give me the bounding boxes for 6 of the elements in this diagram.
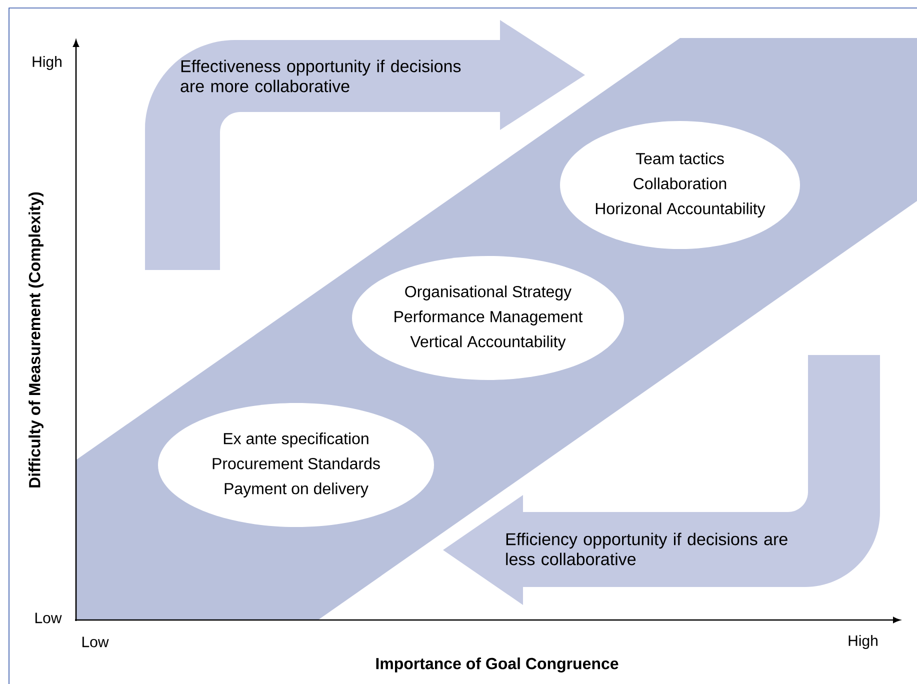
- tick-label: Low: [82, 636, 109, 648]
- tick-label: High: [32, 56, 62, 70]
- tick-label: Low: [35, 612, 62, 624]
- tick-label: High: [848, 635, 878, 649]
- axis-title: Importance of Goal Congruence: [376, 658, 618, 672]
- axis-title: Difficulty of Measurement (Complexity): [28, 192, 44, 488]
